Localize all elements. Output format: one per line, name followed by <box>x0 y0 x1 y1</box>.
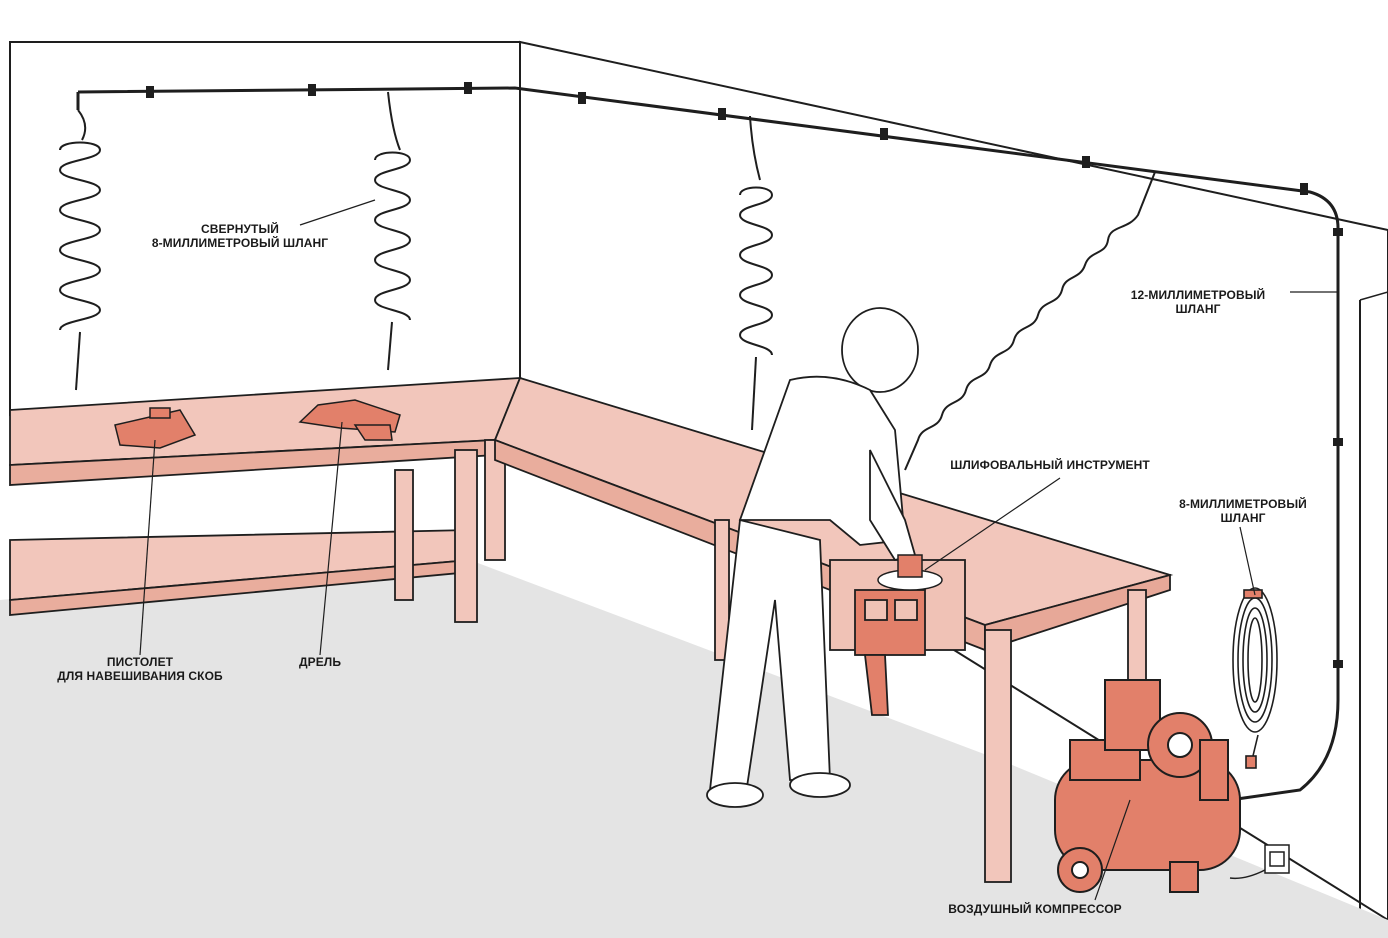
label-drill: ДРЕЛЬ <box>290 655 350 669</box>
label-coiled-hose: СВЕРНУТЫЙ 8-МИЛЛИМЕТРОВЫЙ ШЛАНГ <box>150 222 330 250</box>
label-12mm-hose: 12-МИЛЛИМЕТРОВЫЙ ШЛАНГ <box>1108 288 1288 316</box>
label-coiled-hose-line2: 8-МИЛЛИМЕТРОВЫЙ ШЛАНГ <box>150 236 330 250</box>
label-8mm-hose-line1: 8-МИЛЛИМЕТРОВЫЙ <box>1168 497 1318 511</box>
label-coiled-hose-line1: СВЕРНУТЫЙ <box>150 222 330 236</box>
label-12mm-hose-line1: 12-МИЛЛИМЕТРОВЫЙ <box>1108 288 1288 302</box>
label-8mm-hose-line2: ШЛАНГ <box>1168 511 1318 525</box>
label-12mm-hose-line2: ШЛАНГ <box>1108 302 1288 316</box>
label-compressor: ВОЗДУШНЫЙ КОМПРЕССОР <box>925 902 1145 916</box>
label-grinder: ШЛИФОВАЛЬНЫЙ ИНСТРУМЕНТ <box>925 458 1175 472</box>
label-8mm-hose: 8-МИЛЛИМЕТРОВЫЙ ШЛАНГ <box>1168 497 1318 525</box>
label-staple-gun-line2: ДЛЯ НАВЕШИВАНИЯ СКОБ <box>10 669 270 683</box>
label-staple-gun: ПИСТОЛЕТ ДЛЯ НАВЕШИВАНИЯ СКОБ <box>10 655 270 683</box>
label-staple-gun-line1: ПИСТОЛЕТ <box>10 655 270 669</box>
